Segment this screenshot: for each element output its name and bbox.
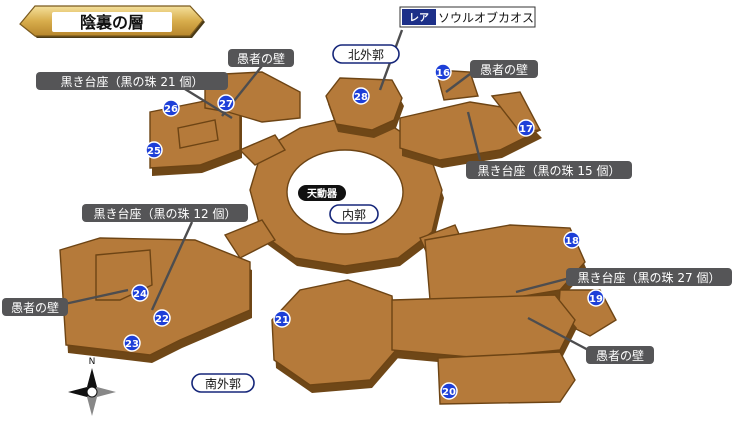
marker-20: 20 — [440, 382, 458, 400]
marker-26: 26 — [162, 99, 180, 117]
callout-pedestal-27-text: 黒き台座（黒の珠 27 個） — [578, 270, 721, 285]
svg-text:27: 27 — [219, 99, 233, 110]
callout-wall-4: 愚者の壁 — [586, 346, 654, 364]
callout-pedestal-27: 黒き台座（黒の珠 27 個） — [566, 268, 732, 286]
svg-text:28: 28 — [354, 92, 368, 103]
marker-23: 23 — [123, 334, 141, 352]
callout-pedestal-12: 黒き台座（黒の珠 12 個） — [82, 204, 248, 222]
ne-block — [399, 69, 542, 168]
svg-text:16: 16 — [436, 68, 450, 79]
area-label-south: 南外郭 — [191, 373, 255, 393]
svg-text:21: 21 — [275, 315, 289, 326]
marker-17: 17 — [517, 119, 535, 137]
rare-item-name: ソウルオブカオス — [438, 10, 534, 25]
item-label: 天動器 — [298, 185, 346, 201]
svg-text:17: 17 — [519, 124, 533, 135]
callout-wall-2-text: 愚者の壁 — [480, 62, 528, 77]
callout-wall-2: 愚者の壁 — [470, 60, 538, 78]
north-block-28 — [325, 77, 404, 138]
marker-21: 21 — [273, 310, 291, 328]
callout-wall-1: 愚者の壁 — [228, 49, 294, 67]
svg-text:18: 18 — [565, 236, 579, 247]
callout-pedestal-15: 黒き台座（黒の珠 15 個） — [466, 161, 632, 179]
callout-wall-3: 愚者の壁 — [2, 298, 68, 316]
south-room — [271, 279, 398, 393]
floor-plan — [59, 69, 617, 405]
callout-pedestal-21: 黒き台座（黒の珠 21 個） — [36, 72, 228, 90]
callout-pedestal-15-text: 黒き台座（黒の珠 15 個） — [478, 163, 621, 178]
east-block — [424, 224, 617, 337]
callout-pedestal-21-text: 黒き台座（黒の珠 21 個） — [61, 74, 204, 89]
area-label-inner: 内郭 — [329, 204, 379, 224]
markers: 16 17 18 19 20 21 22 23 24 25 26 27 28 — [123, 63, 605, 400]
rare-badge: レア — [409, 12, 429, 24]
rare-item-label: レア ソウルオブカオス — [399, 6, 536, 28]
callout-pedestal-12-text: 黒き台座（黒の珠 12 個） — [94, 206, 237, 221]
svg-text:19: 19 — [589, 294, 603, 305]
marker-19: 19 — [587, 289, 605, 307]
item-label-text: 天動器 — [307, 187, 338, 200]
svg-text:26: 26 — [164, 104, 178, 115]
svg-text:25: 25 — [147, 146, 161, 157]
area-label-north: 北外郭 — [332, 44, 400, 64]
marker-25: 25 — [145, 141, 163, 159]
marker-24: 24 — [131, 284, 149, 302]
callout-wall-1-text: 愚者の壁 — [237, 51, 285, 66]
south-corridor — [391, 294, 577, 405]
svg-text:22: 22 — [155, 314, 169, 325]
compass-icon: N — [68, 357, 116, 416]
area-north-text: 北外郭 — [348, 48, 384, 62]
callout-wall-3-text: 愚者の壁 — [11, 300, 59, 315]
area-inner-text: 内郭 — [342, 208, 366, 222]
marker-18: 18 — [563, 231, 581, 249]
marker-16: 16 — [434, 63, 452, 81]
marker-27: 27 — [217, 94, 235, 112]
callout-wall-4-text: 愚者の壁 — [596, 348, 644, 363]
page-title: 陰裏の層 — [80, 13, 144, 32]
title-banner: 陰裏の層 — [19, 5, 205, 38]
area-south-text: 南外郭 — [205, 376, 241, 391]
svg-text:20: 20 — [442, 387, 456, 398]
marker-22: 22 — [153, 309, 171, 327]
marker-28: 28 — [352, 87, 370, 105]
svg-text:23: 23 — [125, 339, 139, 350]
svg-text:24: 24 — [133, 289, 147, 300]
compass-north-label: N — [89, 357, 96, 367]
